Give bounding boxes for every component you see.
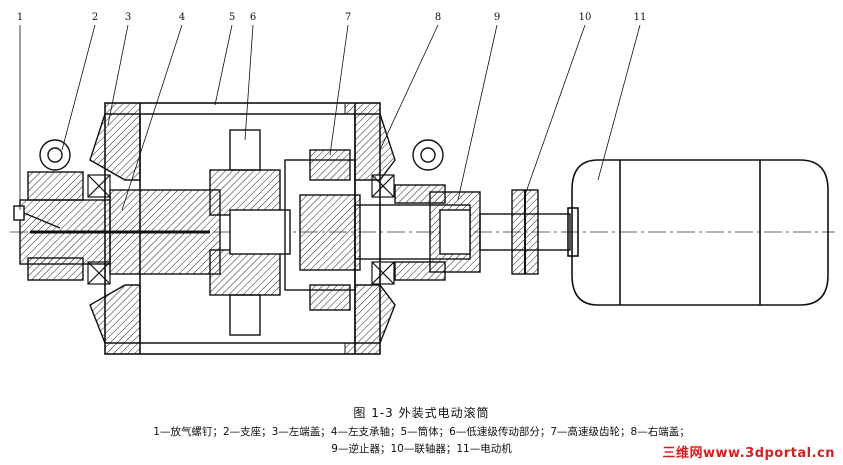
vent-screw (13, 205, 61, 229)
legend-line-1: 1—放气螺钉；2—支座；3—左端盖；4—左支承轴；5—筒体；6—低速级传动部分；… (153, 426, 690, 438)
callout-10: 10 (579, 12, 592, 23)
watermark: 三维网www.3dportal.cn (662, 446, 835, 461)
left-end-cover (89, 113, 141, 344)
callout-7: 7 (345, 12, 351, 23)
callout-8: 8 (435, 12, 441, 23)
left-seat (27, 139, 84, 281)
callout-2: 2 (92, 12, 98, 23)
callout-numbers: 1 2 3 4 5 6 7 8 9 10 11 (17, 12, 647, 23)
backstop (429, 191, 481, 273)
low-speed-transmission (209, 129, 291, 336)
leader-lines (19, 24, 641, 211)
left-support-shaft (19, 189, 221, 275)
callout-11: 11 (634, 12, 647, 23)
coupling (479, 189, 571, 275)
electric-motor (567, 159, 829, 306)
callout-3: 3 (125, 12, 131, 23)
bearings (87, 174, 395, 285)
high-speed-gear (284, 149, 361, 311)
callout-4: 4 (179, 12, 185, 23)
callout-5: 5 (229, 12, 235, 23)
callout-1: 1 (17, 12, 23, 23)
figure-title: 图 1-3 外装式电动滚筒 (353, 406, 490, 420)
right-end-cover (354, 113, 396, 344)
legend-line-2: 9—逆止器；10—联轴器；11—电动机 (331, 443, 512, 455)
callout-6: 6 (250, 12, 256, 23)
callout-9: 9 (494, 12, 500, 23)
